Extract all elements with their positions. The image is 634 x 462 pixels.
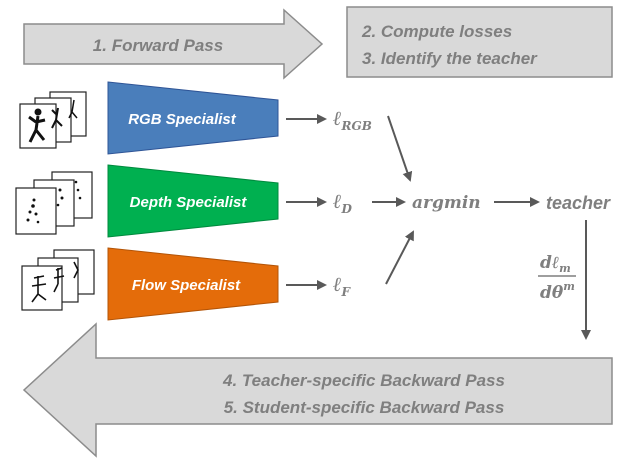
flow-figure-icon xyxy=(31,261,79,303)
rgb-specialist-label: RGB Specialist xyxy=(128,111,237,128)
compute-losses-text: 2. Compute losses xyxy=(361,22,512,41)
identify-teacher-text: 3. Identify the teacher xyxy=(362,49,538,68)
flow-specialist-block: Flow Specialist xyxy=(107,247,279,321)
depth-specialist-block: Depth Specialist xyxy=(107,164,279,238)
loss-rgb: ℓRGB xyxy=(333,106,372,133)
rgb-specialist-block: RGB Specialist xyxy=(107,81,279,155)
rgb-specialist-shape xyxy=(107,81,279,155)
flow-specialist-label: Flow Specialist xyxy=(132,277,241,294)
flow-specialist-shape xyxy=(107,247,279,321)
forward-pass-label: 1. Forward Pass xyxy=(93,36,223,55)
depth-specialist-label: Depth Specialist xyxy=(130,194,248,211)
depth-specialist-shape xyxy=(107,164,279,238)
student-backward-pass-label: 5. Student-specific Backward Pass xyxy=(224,398,505,417)
loss-flow-to-argmin-arrow xyxy=(385,230,414,285)
teacher-backward-pass-label: 4. Teacher-specific Backward Pass xyxy=(222,371,505,390)
gradient-denominator: dθm xyxy=(540,280,575,303)
rgb-input-frames xyxy=(19,91,87,149)
loss-rgb-to-argmin-arrow xyxy=(387,115,413,182)
argmin-label: argmin xyxy=(412,193,481,213)
compute-losses-box: 2. Compute losses 3. Identify the teache… xyxy=(346,6,613,78)
backward-pass-arrow: 4. Teacher-specific Backward Pass 5. Stu… xyxy=(22,322,613,458)
gradient-fraction: dℓm dθm xyxy=(538,253,576,303)
depth-dots-icon xyxy=(26,180,82,224)
loss-flow: ℓF xyxy=(333,272,352,299)
rgb-person-icon xyxy=(28,99,78,143)
forward-pass-arrow: 1. Forward Pass xyxy=(23,8,324,80)
teacher-label: teacher xyxy=(546,193,611,213)
gradient-numerator: dℓm xyxy=(540,253,571,275)
depth-input-frames xyxy=(15,171,93,235)
flow-input-frames xyxy=(21,249,95,311)
loss-depth: ℓD xyxy=(333,189,353,216)
